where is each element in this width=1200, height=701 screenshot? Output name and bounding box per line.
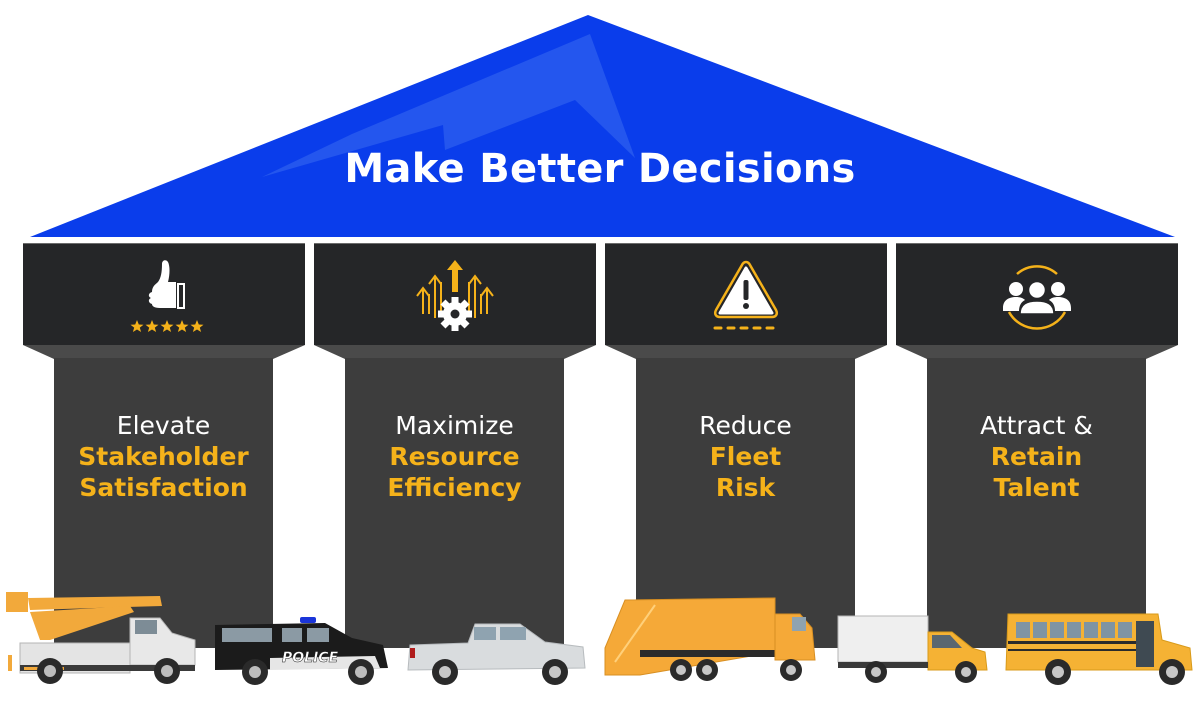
pillar-capital xyxy=(23,243,305,345)
pillar-bold-text: Efficiency xyxy=(387,473,522,502)
thumbs-up-stars-icon xyxy=(130,260,204,332)
team-people-icon xyxy=(1003,265,1071,330)
box-van xyxy=(837,615,988,683)
pillar-bold-text: Risk xyxy=(715,473,776,502)
pillar-bold-text: Stakeholder xyxy=(78,442,249,471)
pillar-lead-text: Maximize xyxy=(395,411,514,440)
warning-triangle-icon xyxy=(713,260,779,330)
roof-title: Make Better Decisions xyxy=(344,146,856,192)
pillar-capital xyxy=(605,243,887,345)
pillar-chamfer xyxy=(314,345,596,359)
pillar-lead-text: Elevate xyxy=(116,411,211,440)
pillar-lead-text: Reduce xyxy=(699,411,792,440)
pillar-column: Attract & Retain Talent xyxy=(927,358,1146,648)
pillar-bold-text: Talent xyxy=(993,473,1080,502)
pillar-capital xyxy=(896,243,1178,345)
pillar-column: Maximize Resource Efficiency xyxy=(345,358,564,648)
rating-stars xyxy=(130,320,204,332)
roof xyxy=(30,15,1175,237)
garbage-truck xyxy=(604,597,816,681)
pillar-stakeholder-satisfaction: Elevate Stakeholder Satisfaction xyxy=(23,243,305,663)
school-bus xyxy=(1005,613,1193,685)
pillar-capital xyxy=(314,243,596,345)
pillar-bold-text: Fleet xyxy=(709,442,782,471)
police-label: POLICE xyxy=(282,650,339,666)
roof-highlight xyxy=(262,34,635,177)
pillar-resource-efficiency: Maximize Resource Efficiency xyxy=(314,243,596,663)
pickup-truck xyxy=(407,623,586,685)
pillar-bold-text: Resource xyxy=(389,442,520,471)
pillar-bold-text: Satisfaction xyxy=(79,473,248,502)
pillar-lead-text: Attract & xyxy=(980,411,1093,440)
pillar-retain-talent: Attract & Retain Talent xyxy=(896,243,1178,663)
gear-arrows-up-icon xyxy=(416,260,494,331)
pillar-chamfer xyxy=(896,345,1178,359)
pillar-chamfer xyxy=(605,345,887,359)
police-suv: POLICE xyxy=(215,617,388,685)
pillar-bold-text: Retain xyxy=(990,442,1083,471)
vehicles-row: POLICE xyxy=(6,592,1193,685)
bucket-truck xyxy=(6,592,196,684)
pillar-chamfer xyxy=(23,345,305,359)
